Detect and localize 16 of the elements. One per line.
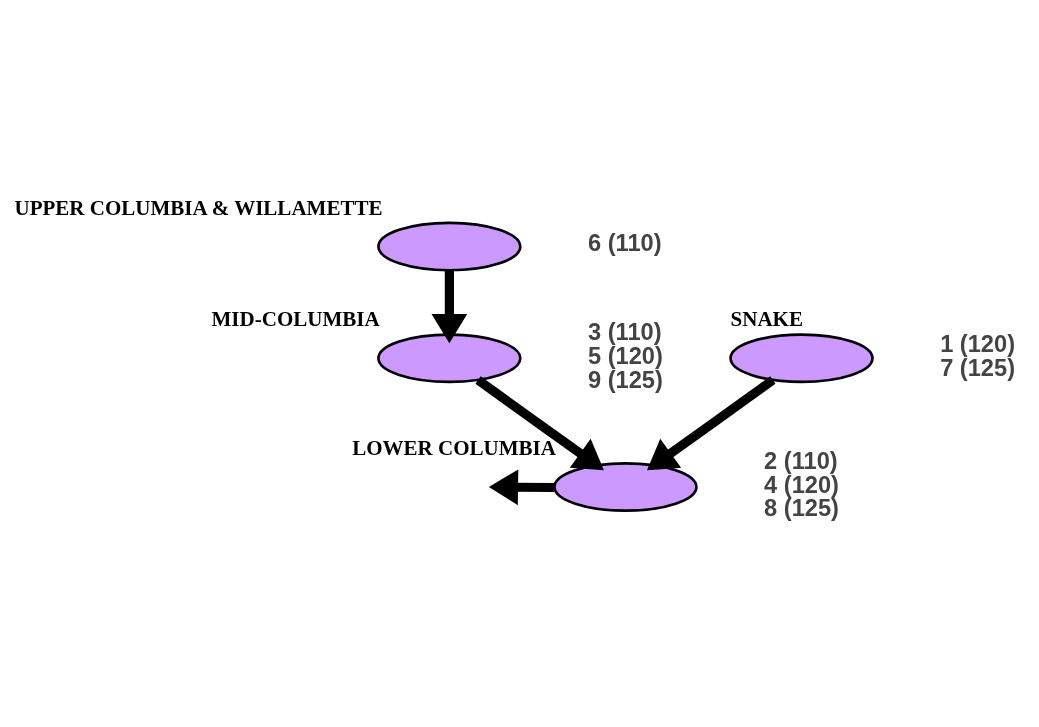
node-ellipse bbox=[376, 221, 522, 272]
node-label: SNAKE bbox=[730, 307, 803, 332]
node-label: UPPER COLUMBIA & WILLAMETTE bbox=[13, 195, 382, 220]
node-label: LOWER COLUMBIA bbox=[351, 436, 556, 461]
node-label: 3 (110) bbox=[587, 319, 662, 346]
node-label: 1 (120) bbox=[939, 331, 1015, 358]
arrow bbox=[646, 376, 775, 471]
node-ellipse bbox=[552, 462, 698, 512]
node-label: 6 (110) bbox=[587, 230, 662, 257]
arrow bbox=[488, 469, 554, 506]
node-ellipse bbox=[728, 333, 874, 384]
arrow bbox=[431, 270, 467, 344]
node-ellipse bbox=[376, 333, 522, 384]
node-label: MID-COLUMBIA bbox=[211, 307, 380, 332]
node-label: 2 (110) bbox=[763, 448, 838, 475]
arrow bbox=[474, 376, 604, 471]
